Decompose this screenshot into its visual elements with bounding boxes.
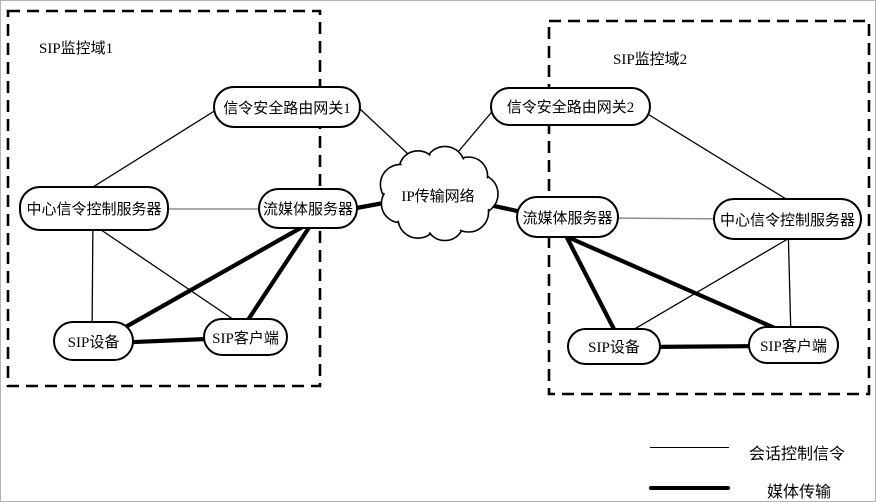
legend-media-line-sample [649, 486, 730, 491]
node-media-server-1: 流媒体服务器 [258, 188, 358, 229]
node-sip-device-2: SIP设备 [567, 328, 661, 365]
legend-signal-label: 会话控制信令 [749, 446, 846, 463]
domain2-label: SIP监控域2 [613, 52, 688, 68]
node-sip-client-2: SIP客户端 [748, 326, 839, 364]
ip-network-cloud-icon [379, 145, 499, 242]
domain1-label: SIP监控域1 [39, 41, 114, 57]
edge-center1-device1 [91, 210, 94, 340]
edge-media1-device1 [112, 214, 323, 336]
node-central-signal-server-1: 中心信令控制服务器 [19, 186, 169, 231]
ip-network-label: IP传输网络 [401, 189, 475, 205]
node-central-signal-server-2: 中心信令控制服务器 [713, 198, 862, 240]
edge-gateway1-center1 [68, 99, 233, 203]
node-media-server-2: 流媒体服务器 [516, 196, 619, 238]
edge-media1-client1 [239, 211, 321, 332]
edge-center2-device2 [625, 229, 804, 335]
node-sip-device-1: SIP设备 [53, 321, 134, 361]
legend-media-label: 媒体传输 [767, 484, 832, 501]
edge-gateway2-center2 [645, 112, 805, 211]
edge-center1-client1 [84, 218, 244, 327]
legend-signal-line-sample [650, 447, 729, 448]
node-sip-client-1: SIP客户端 [203, 318, 288, 356]
edge-media2-client2 [560, 232, 789, 336]
edges-layer [68, 92, 805, 350]
edge-media2-device2 [557, 221, 622, 342]
node-signal-gateway-1: 信令安全路由网关1 [213, 86, 361, 128]
node-signal-gateway-2: 信令安全路由网关2 [490, 87, 651, 126]
edge-center2-client2 [787, 222, 792, 340]
